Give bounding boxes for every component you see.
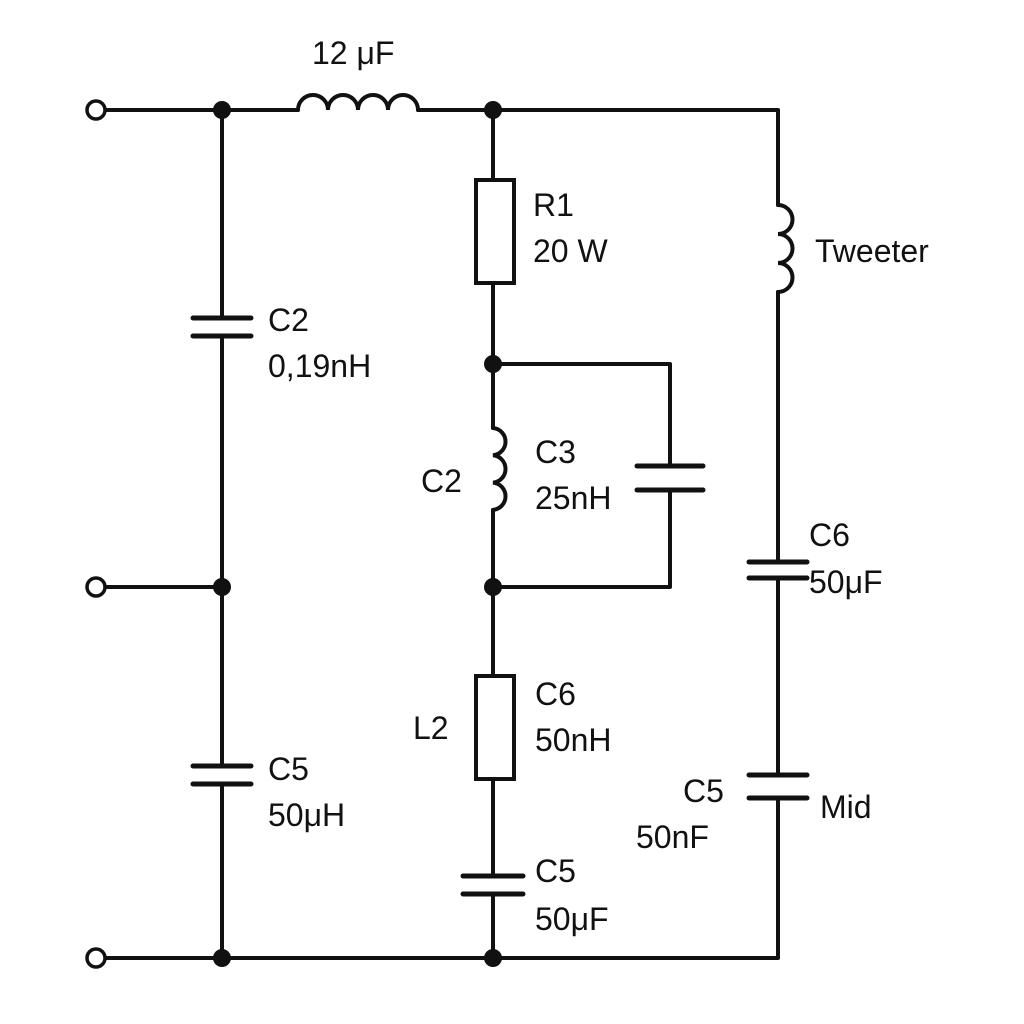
- tweeter-label: Tweeter: [815, 233, 929, 269]
- c5-right-value-label: 50nF: [636, 819, 709, 855]
- junction-dot: [484, 101, 502, 119]
- c5-bottom-value-label: 50μF: [535, 901, 609, 937]
- wires: [104, 108, 780, 960]
- c2-name-label: C2: [268, 302, 309, 338]
- junction-dot: [484, 578, 502, 596]
- terminal-middle: [85, 576, 107, 598]
- labels: 12 μF R1 20 W Tweeter C2 0,19nH C2 C3 25…: [268, 35, 929, 937]
- junction-dot: [213, 101, 231, 119]
- terminal-bottom: [85, 947, 107, 969]
- c6-value-label: 50nH: [535, 722, 612, 758]
- l2-label: L2: [413, 710, 449, 746]
- c3-value-label: 25nH: [535, 480, 612, 516]
- r1-name-label: R1: [533, 187, 574, 223]
- wire-c3-loop: [491, 362, 672, 589]
- tweeter-coil: [776, 203, 795, 294]
- c3-name-label: C3: [535, 434, 576, 470]
- c6-name-label: C6: [535, 676, 576, 712]
- capacitor-c2-left: [190, 315, 254, 339]
- junction-dot: [484, 949, 502, 967]
- series-inductor-label: 12 μF: [312, 35, 394, 71]
- c5-left-value-label: 50μH: [268, 797, 345, 833]
- capacitor-c5-right: [746, 772, 810, 801]
- r1-value-label: 20 W: [533, 233, 608, 269]
- c6-right-value-label: 50μF: [809, 564, 883, 600]
- resistor-l2: [474, 674, 516, 781]
- center-coil-label: C2: [421, 463, 462, 499]
- junction-dot: [484, 355, 502, 373]
- wire-bottom: [104, 796, 780, 960]
- capacitor-c6-right: [746, 559, 810, 581]
- c2-value-label: 0,19nH: [268, 348, 371, 384]
- junction-dot: [213, 578, 231, 596]
- capacitor-c5-left: [190, 763, 254, 787]
- resistor-r1: [474, 178, 516, 285]
- terminal-top: [85, 99, 107, 121]
- junction-dot: [213, 949, 231, 967]
- wire-top-right: [416, 108, 780, 207]
- series-inductor: [296, 93, 420, 112]
- c5-right-name-label: C5: [683, 773, 724, 809]
- mid-label: Mid: [820, 789, 872, 825]
- c5-left-name-label: C5: [268, 751, 309, 787]
- center-coil: [491, 426, 508, 512]
- capacitor-c5-bottom: [460, 873, 526, 897]
- c5-bottom-name-label: C5: [535, 853, 576, 889]
- c6-right-name-label: C6: [809, 517, 850, 553]
- capacitor-c3: [634, 463, 706, 493]
- junctions: [213, 101, 502, 967]
